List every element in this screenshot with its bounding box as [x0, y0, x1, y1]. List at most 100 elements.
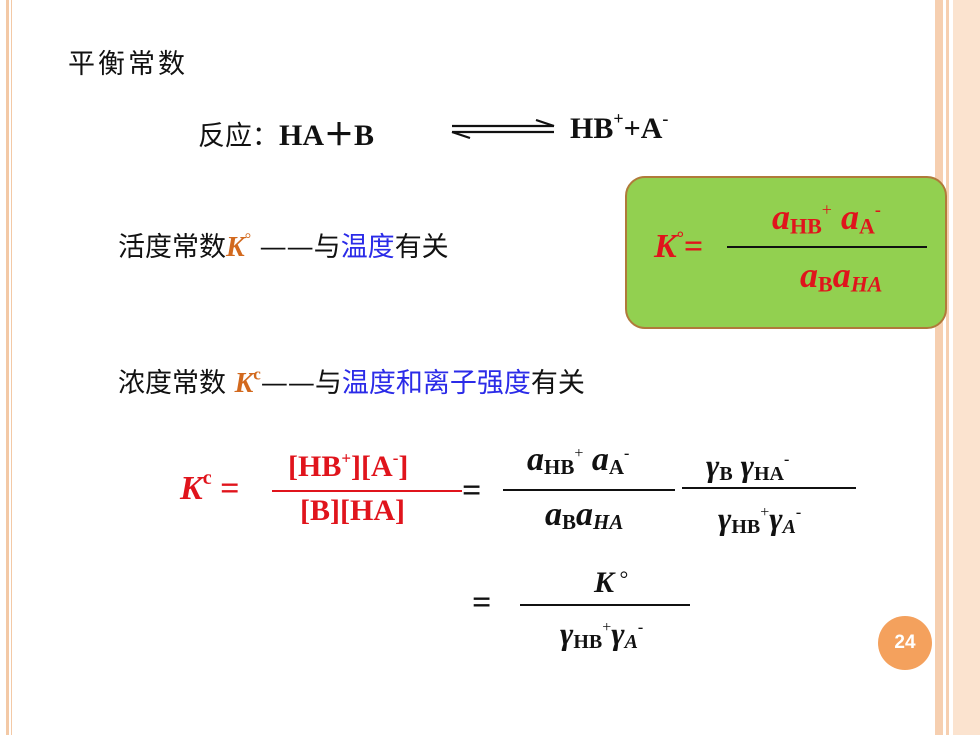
kc-frac2-num-sup1: +	[574, 445, 584, 462]
right-decor-line	[946, 0, 949, 735]
equilibrium-arrow-icon	[451, 119, 555, 139]
kc-frac2-numerator: aHB+ aA-	[527, 441, 629, 479]
box-num-a2: a	[840, 197, 859, 237]
left-decor-line	[11, 0, 12, 735]
box-den-sub1: B	[818, 271, 833, 297]
activity-dash: ——与	[251, 232, 341, 263]
kc-frac1-num-3: ]	[398, 450, 409, 483]
box-denominator: aBaHA	[800, 254, 882, 296]
activity-label: 活度常数	[118, 232, 226, 263]
final-denominator: γHB+γA-	[560, 615, 643, 652]
right-decor-band	[953, 0, 980, 735]
box-numerator: aHB+ aA-	[772, 196, 881, 238]
concentration-label: 浓度常数	[118, 368, 235, 399]
left-decor-bar	[6, 0, 9, 735]
concentration-dash: ——与	[260, 368, 342, 399]
kc-frac2-bar	[503, 489, 675, 491]
concentration-symbol-sup: c	[253, 364, 261, 384]
final-den-g1: γ	[560, 615, 574, 651]
kc-lhs-symbol: K	[180, 470, 203, 507]
activity-symbol: K	[226, 232, 245, 263]
right-decor-bar	[935, 0, 943, 735]
products-mid: +A	[623, 112, 663, 145]
kc-frac3-denominator: γHB+γA-	[718, 500, 801, 537]
kc-frac3-bar	[682, 487, 856, 489]
kc-frac2-num-sub2: A	[608, 455, 625, 480]
slide-title: 平衡常数	[68, 49, 188, 80]
activity-constant-line: 活度常数K° ——与温度有关	[118, 225, 449, 264]
kc-frac3-num-sup2: -	[783, 451, 790, 468]
box-lhs: K°=	[654, 228, 703, 266]
kc-frac1-num-2: ][A	[351, 450, 393, 483]
kc-frac3-num-g2: γ	[740, 447, 754, 483]
box-den-a1: a	[800, 255, 818, 295]
activity-temperature: 温度	[340, 232, 395, 263]
activity-symbol-mark: °	[244, 231, 252, 248]
kc-frac3-den-sub2: A	[782, 516, 796, 538]
kc-frac2-num-a1: a	[527, 441, 544, 478]
kc-frac2-num-a2: a	[591, 441, 609, 478]
concentration-tail: 有关	[530, 368, 585, 399]
final-den-sub1: HB	[573, 631, 603, 653]
reaction-prefix: 反应：	[198, 121, 279, 152]
box-den-sub2: HA	[850, 271, 883, 297]
products-base: HB	[570, 112, 614, 145]
box-lhs-equals: =	[683, 228, 704, 265]
kc-frac3-den-sub1: HB	[731, 516, 761, 538]
activity-tail: 有关	[394, 232, 449, 263]
kc-lhs: Kc =	[180, 467, 240, 508]
reaction-line: 反应：HA＋B	[198, 110, 375, 152]
page-number-badge: 24	[878, 616, 932, 670]
kc-frac3-den-sup1: +	[760, 504, 770, 521]
final-num-symbol: K	[594, 566, 615, 599]
kc-lhs-equals: =	[211, 470, 240, 507]
concentration-blue-text: 温度和离子强度	[341, 368, 531, 399]
box-num-sub1: HB	[790, 213, 822, 239]
final-den-sup1: +	[602, 619, 612, 636]
kc-frac2-num-sub1: HB	[544, 455, 575, 480]
kc-frac1-numerator: [HB+][A-]	[288, 448, 409, 484]
box-num-sup2: -	[874, 199, 881, 220]
kc-frac1-denominator: [B][HA]	[300, 494, 405, 527]
activity-formula-box	[625, 176, 947, 329]
reaction-reactants: HA＋B	[279, 119, 375, 152]
products-sup2: -	[662, 108, 669, 129]
kc-frac3-num-sub2: HA	[753, 463, 784, 485]
kc-frac3-den-g1: γ	[718, 500, 732, 536]
box-fraction-bar	[727, 246, 927, 248]
final-den-sub2: A	[624, 631, 638, 653]
box-lhs-mark: °	[676, 227, 684, 248]
kc-frac2-num-sup2: -	[624, 445, 630, 462]
kc-frac2-den-a2: a	[576, 496, 594, 533]
kc-frac2-den-a1: a	[545, 496, 562, 533]
final-den-g2: γ	[611, 615, 625, 651]
box-num-sup1: +	[821, 199, 832, 220]
kc-lhs-sup: c	[202, 467, 212, 489]
box-den-a2: a	[832, 255, 851, 295]
box-lhs-symbol: K	[654, 228, 677, 265]
kc-equals: =	[462, 472, 482, 509]
final-numerator: K °	[594, 566, 628, 600]
concentration-symbol: K	[234, 368, 254, 399]
kc-frac2-den-sub2: HA	[593, 510, 624, 535]
kc-frac2-den-sub1: B	[562, 510, 577, 535]
kc-frac3-den-g2: γ	[769, 500, 783, 536]
kc-frac1-num-sup2: -	[392, 448, 399, 468]
kc-frac3-numerator: γB γHA-	[706, 447, 789, 484]
products-sup1: +	[613, 108, 624, 129]
box-num-a1: a	[772, 197, 790, 237]
kc-frac3-num-g1: γ	[706, 447, 720, 483]
reaction-products: HB++A-	[570, 108, 669, 146]
final-equals: =	[472, 584, 492, 621]
final-den-sup2: -	[637, 619, 644, 636]
kc-frac2-denominator: aBaHA	[545, 496, 623, 534]
final-fraction-bar	[520, 604, 690, 606]
kc-frac3-den-sup2: -	[795, 504, 802, 521]
kc-frac1-num-1: [HB	[288, 450, 342, 483]
final-num-mark: °	[619, 566, 629, 591]
concentration-constant-line: 浓度常数 Kc——与温度和离子强度有关	[118, 361, 585, 400]
kc-frac3-num-sub1: B	[719, 463, 733, 485]
box-num-sub2: A	[858, 213, 875, 239]
kc-frac1-bar	[272, 490, 462, 492]
kc-frac1-num-sup: +	[341, 448, 352, 468]
